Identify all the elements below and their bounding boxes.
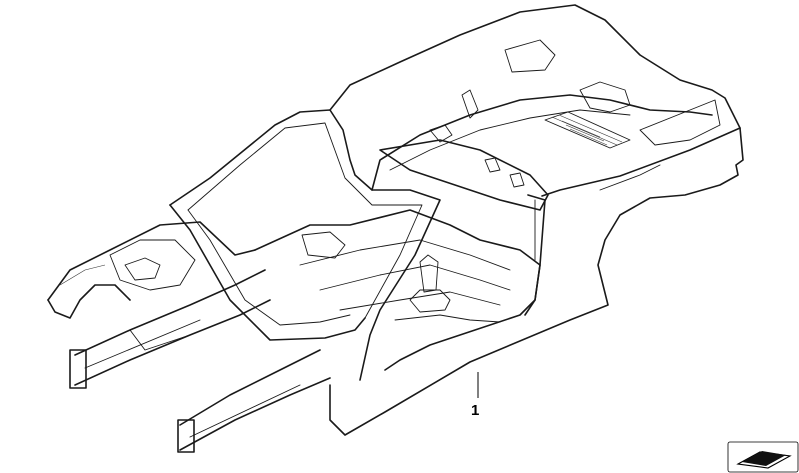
front-strut-tower [59, 239, 196, 291]
rear-cross-member [379, 89, 549, 211]
ribbed-panel [544, 111, 631, 149]
b-pillar [524, 194, 546, 316]
exploded-view-arrow-icon [727, 441, 799, 473]
rear-inner-panel [599, 99, 721, 191]
floor-pan [254, 209, 541, 371]
rear-floor [371, 39, 713, 191]
body-shell-outline [47, 4, 744, 436]
front-frame-rails [69, 269, 331, 453]
callout-label-1: 1 [471, 402, 480, 419]
